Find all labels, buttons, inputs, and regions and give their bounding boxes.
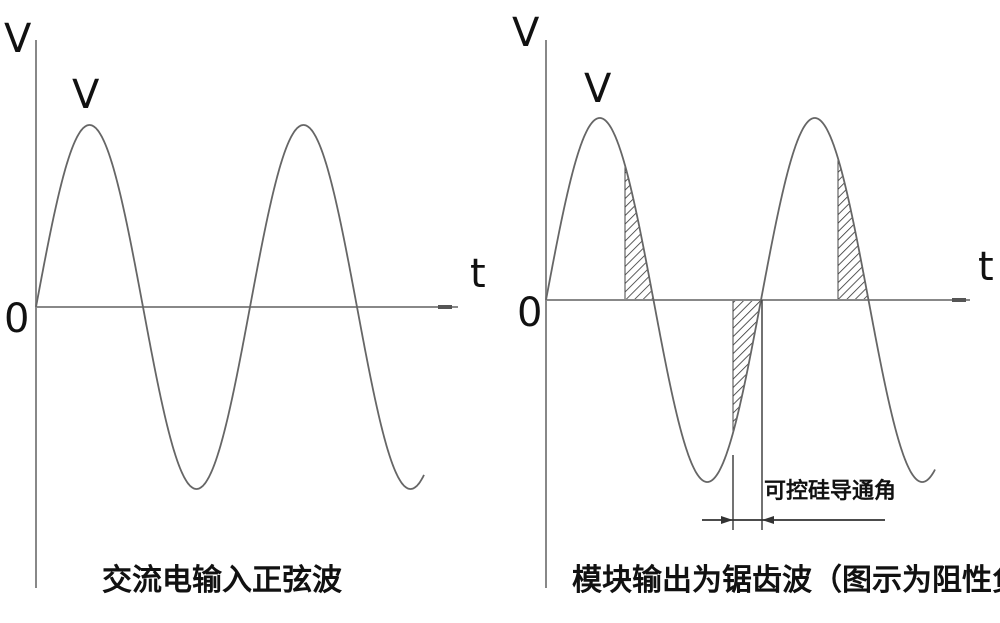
right-y-axis-label: V [512, 10, 540, 56]
left-panel: V V t 0 交流电输入正弦波 [4, 16, 486, 598]
left-x-axis-label: t [470, 251, 486, 297]
right-sine-wave [545, 117, 936, 483]
dimension-arrow-left [762, 516, 774, 524]
right-peak-label: V [584, 66, 612, 112]
left-caption: 交流电输入正弦波 [102, 563, 343, 598]
left-peak-label: V [72, 72, 100, 118]
left-origin-label: 0 [4, 296, 29, 342]
conduction-angle-label: 可控硅导通角 [764, 478, 896, 504]
right-x-axis-label: t [978, 244, 994, 290]
left-y-axis-label: V [4, 16, 32, 62]
dimension-arrow-right [721, 516, 733, 524]
right-panel: V V t 0 可控硅导通角 模块输出为锯齿波（图示为阻性负载） [512, 10, 1000, 598]
left-sine-wave [35, 124, 425, 490]
right-origin-label: 0 [517, 290, 542, 336]
hatched-conduction-region [837, 158, 869, 301]
right-caption: 模块输出为锯齿波（图示为阻性负载） [572, 563, 1000, 598]
